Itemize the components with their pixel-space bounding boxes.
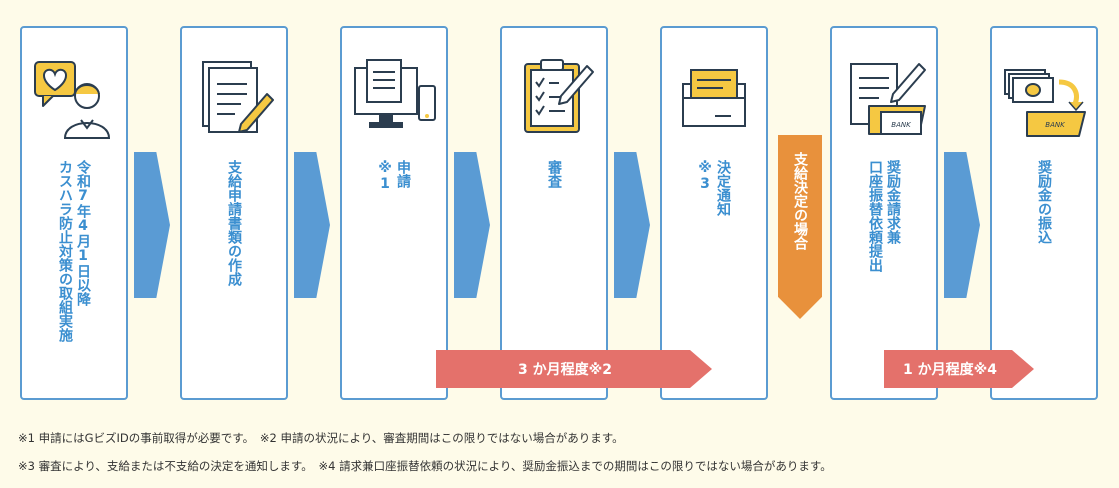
money-transfer-icon: BANK <box>1004 69 1086 137</box>
arrow-2-chevron <box>294 152 330 298</box>
step-4-label: 審査 <box>546 160 562 188</box>
step-1-box: 令和7年4月1日以降 カスハラ防止対策の取組実施 <box>20 26 128 400</box>
duration-1-label: 3 か月程度※2 <box>518 362 612 378</box>
step-2-box: 支給申請書類の作成 <box>180 26 288 400</box>
step-2-label: 支給申請書類の作成 <box>226 160 242 286</box>
footnote-line-1: ※1 申請にはGビズIDの事前取得が必要です。 ※2 申請の状況により、審査期間… <box>18 431 624 445</box>
bank-transfer-text: BANK <box>1045 121 1066 129</box>
arrow-4-chevron <box>614 152 650 298</box>
step-5-box: 決定通知 ※3 <box>660 26 768 400</box>
computer-devices-icon <box>354 59 436 128</box>
duration-2-arrow: 1 か月程度※4 <box>884 350 1034 388</box>
bank-form-icon: BANK <box>850 63 926 135</box>
step-4-box: 審査 <box>500 26 608 400</box>
step-7-box: BANK 奨励金の振込 <box>990 26 1098 400</box>
envelope-letter-icon <box>682 69 746 127</box>
arrow-6-chevron <box>944 152 980 298</box>
step-5-label: 決定通知 ※3 <box>697 160 731 216</box>
duration-1-arrow: 3 か月程度※2 <box>436 350 712 388</box>
checklist-clipboard-icon <box>524 59 594 133</box>
customer-care-icon <box>34 61 111 139</box>
step-6-label: 奨励金請求兼 口座振替依頼提出 <box>867 160 901 272</box>
arrow-1-chevron <box>134 152 170 298</box>
step-3-label: 申請 ※1 <box>377 160 411 192</box>
bank-form-text: BANK <box>891 121 912 129</box>
step-6-box: BANK 奨励金請求兼 口座振替依頼提出 <box>830 26 938 400</box>
step-7-label: 奨励金の振込 <box>1036 160 1052 244</box>
decision-arrow <box>778 135 822 319</box>
decision-label: 支給決定の場合 <box>792 152 808 250</box>
document-pen-icon <box>202 61 274 133</box>
footnote-line-2: ※3 審査により、支給または不支給の決定を通知します。 ※4 請求兼口座振替依頼… <box>18 459 832 473</box>
arrow-3-chevron <box>454 152 490 298</box>
step-1-label: 令和7年4月1日以降 カスハラ防止対策の取組実施 <box>57 160 91 342</box>
duration-2-label: 1 か月程度※4 <box>903 362 997 378</box>
step-3-box: 申請 ※1 <box>340 26 448 400</box>
